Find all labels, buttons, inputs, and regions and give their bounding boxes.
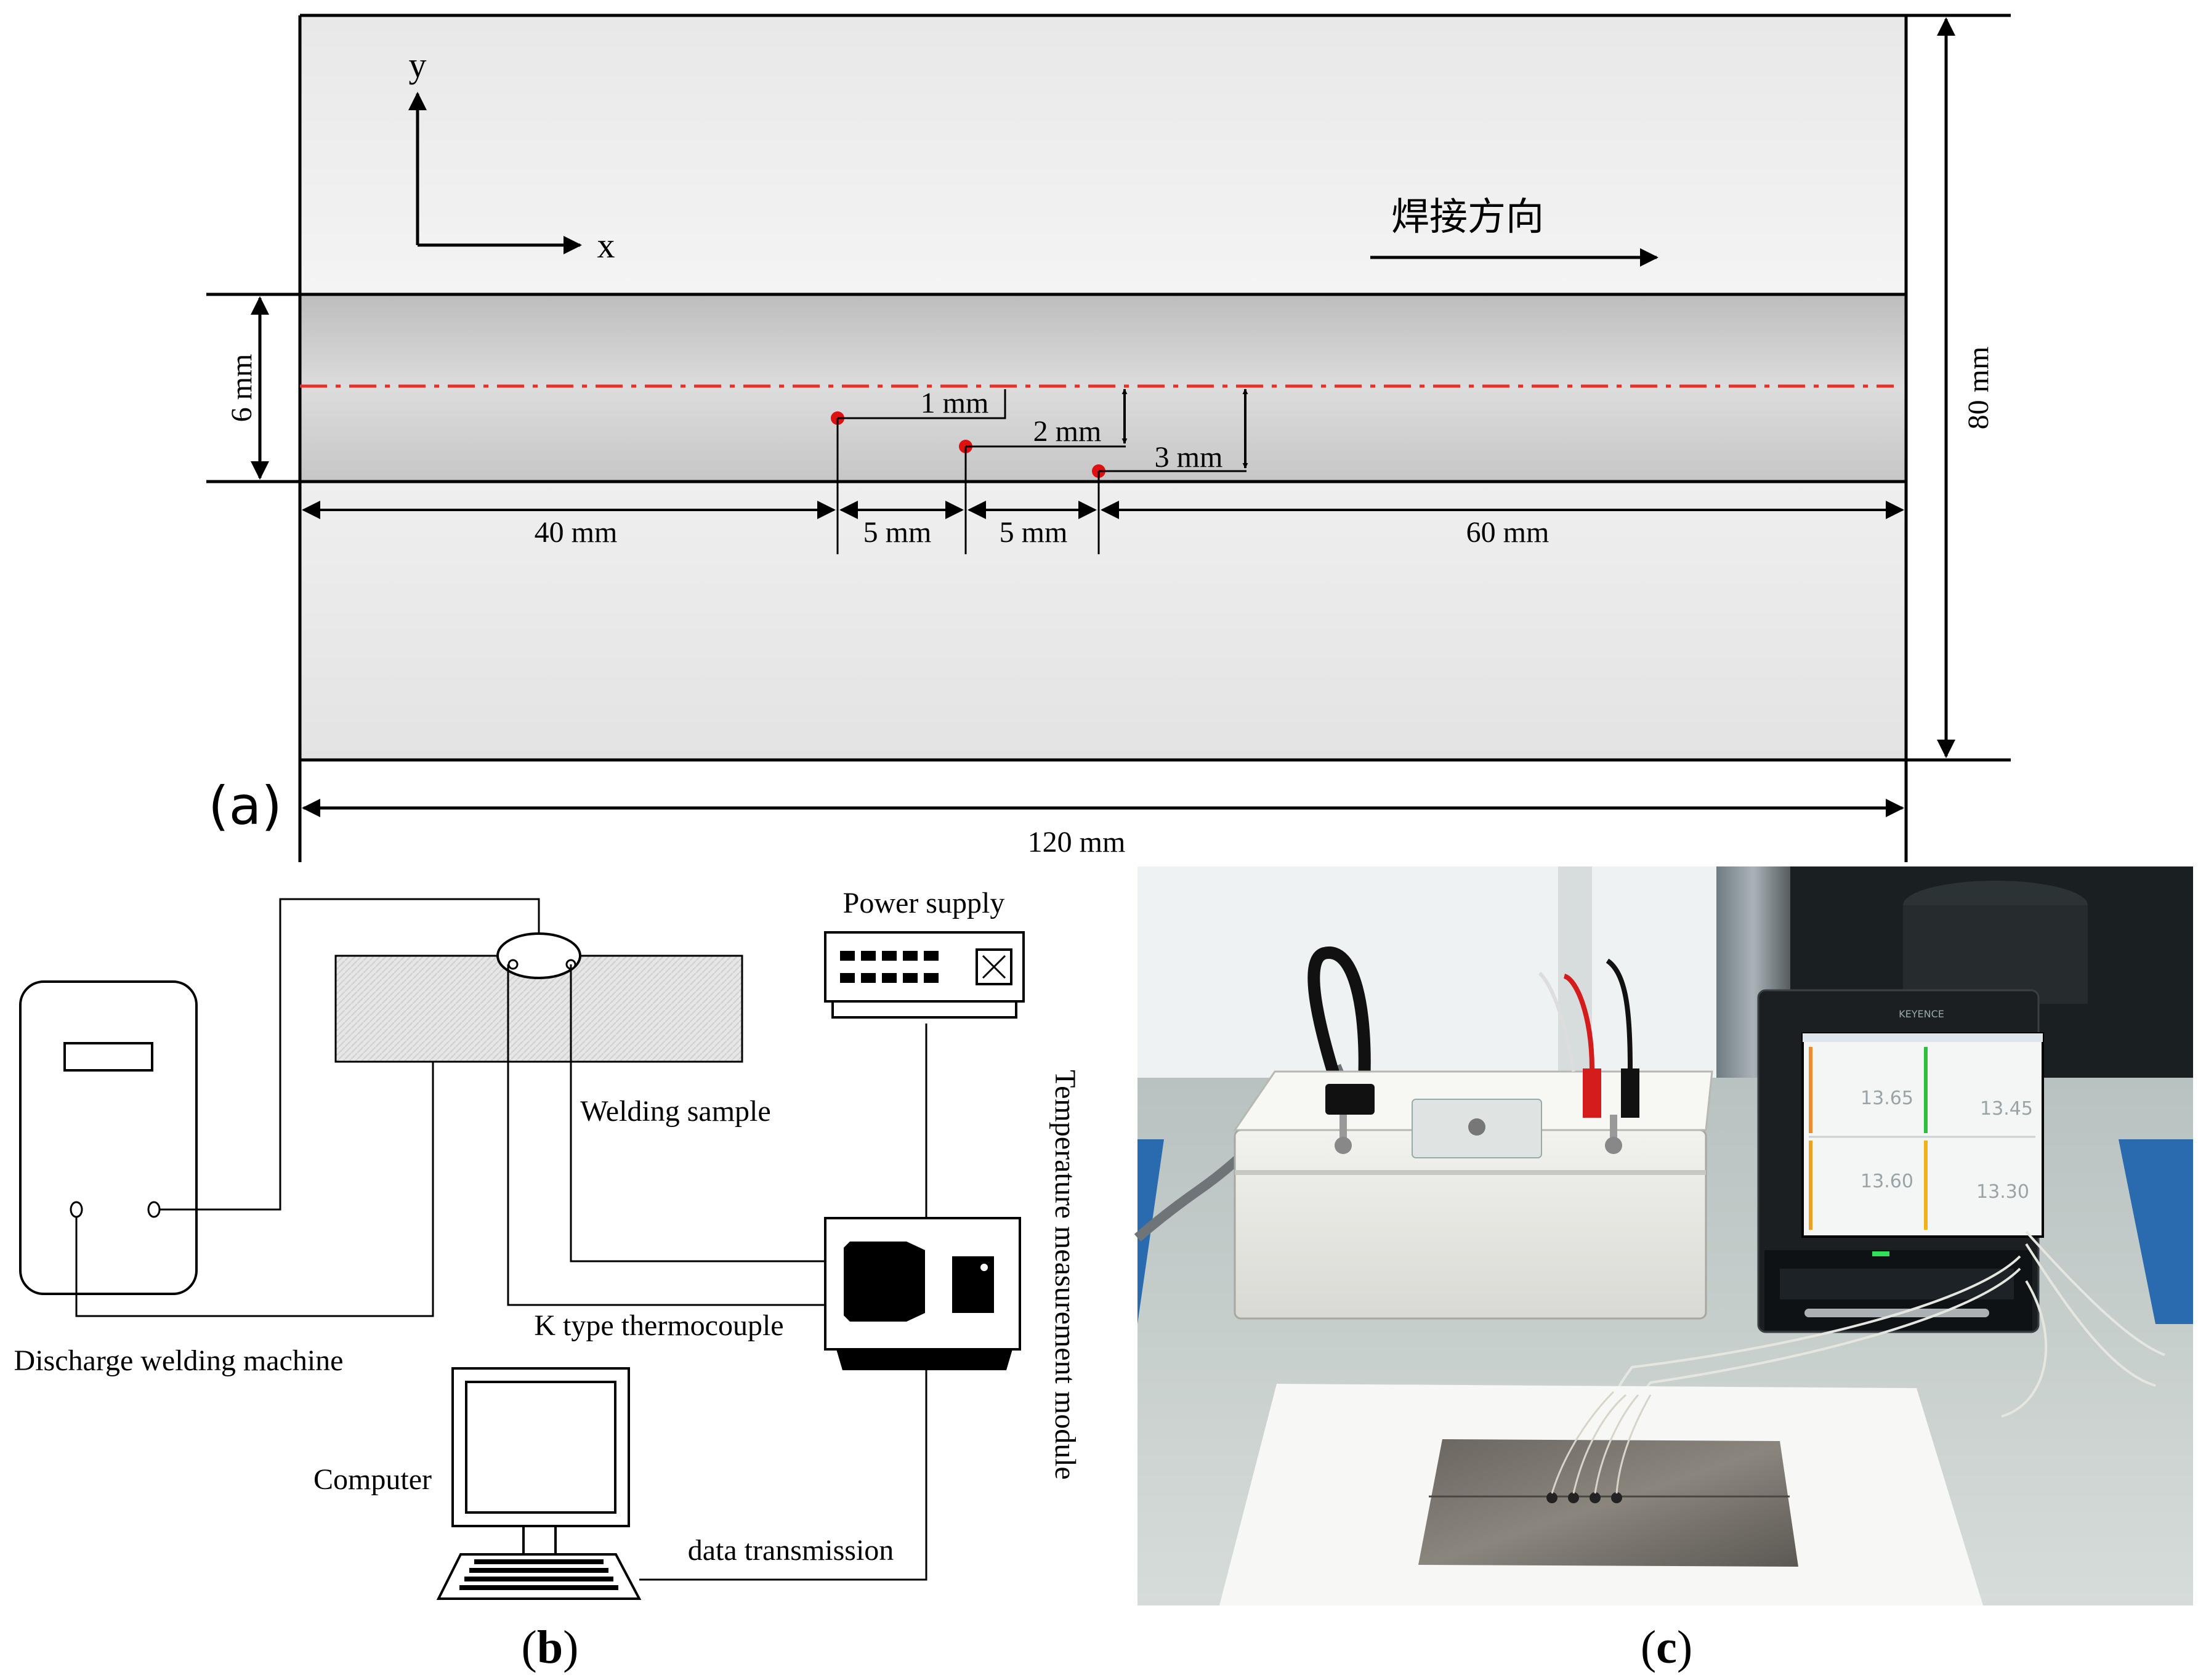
computer-icon xyxy=(436,1367,642,1600)
dim-5mm-a-label: 5 mm xyxy=(863,516,932,549)
data-transmission-label: data transmission xyxy=(688,1534,894,1567)
k-type-thermocouple-label: K type thermocouple xyxy=(534,1309,783,1342)
dim-40mm-label: 40 mm xyxy=(535,516,618,549)
y-axis-label: y xyxy=(409,45,427,85)
photo-junction-box xyxy=(1233,958,1713,1320)
dim-120mm-label: 120 mm xyxy=(1028,826,1126,858)
discharge-welding-machine-label: Discharge welding machine xyxy=(14,1344,344,1377)
temperature-module-icon xyxy=(824,1217,1021,1370)
power-supply-icon xyxy=(824,931,1025,1019)
power-supply-label: Power supply xyxy=(843,887,1005,919)
panel-c-photo: KEYENCE 13.65 13.45 13.60 13.30 xyxy=(1134,866,2193,1673)
temperature-module-label: Temperature measurement module xyxy=(1049,1070,1081,1480)
photo-steel-plate xyxy=(1418,1439,1798,1567)
reading-3: 13.60 xyxy=(1861,1171,1913,1192)
photo-data-recorder: KEYENCE 13.65 13.45 13.60 13.30 xyxy=(1757,989,2044,1333)
discharge-welding-machine-icon xyxy=(19,980,198,1295)
panel-b-setup-schematic: Discharge welding machine Welding sample… xyxy=(14,887,1081,1673)
panel-a-label: (a) xyxy=(208,775,282,837)
plate-bottom-region xyxy=(300,482,1906,760)
computer-label: Computer xyxy=(313,1463,432,1496)
welding-sample-label: Welding sample xyxy=(580,1095,770,1128)
recorder-brand: KEYENCE xyxy=(1899,1008,1944,1020)
x-axis-label: x xyxy=(597,225,615,265)
dim-6mm-label: 6 mm xyxy=(225,354,258,422)
weld-zone xyxy=(300,294,1906,482)
dim-2mm-label: 2 mm xyxy=(1033,415,1102,448)
welding-direction-label: 焊接方向 xyxy=(1391,194,1544,239)
dim-60mm-label: 60 mm xyxy=(1466,516,1549,549)
recorder-screen xyxy=(1801,1032,2044,1238)
dim-3mm-label: 3 mm xyxy=(1155,441,1223,474)
panel-a-plate-diagram: y x 焊接方向 6 mm 80 mm 1 mm 2 mm 3 mm 4 xyxy=(206,14,2011,862)
reading-1: 13.65 xyxy=(1861,1088,1913,1109)
panel-b-label: (b) xyxy=(522,1621,579,1673)
dim-1mm-label: 1 mm xyxy=(921,387,989,419)
reading-2: 13.45 xyxy=(1980,1098,2033,1120)
dim-5mm-b-label: 5 mm xyxy=(1000,516,1068,549)
panel-c-label: (c) xyxy=(1641,1621,1692,1673)
reading-4: 13.30 xyxy=(1976,1181,2029,1203)
plate-top-region xyxy=(300,15,1906,294)
dim-80mm-label: 80 mm xyxy=(1962,347,1995,430)
thermocouple-junction-icon xyxy=(496,932,581,979)
